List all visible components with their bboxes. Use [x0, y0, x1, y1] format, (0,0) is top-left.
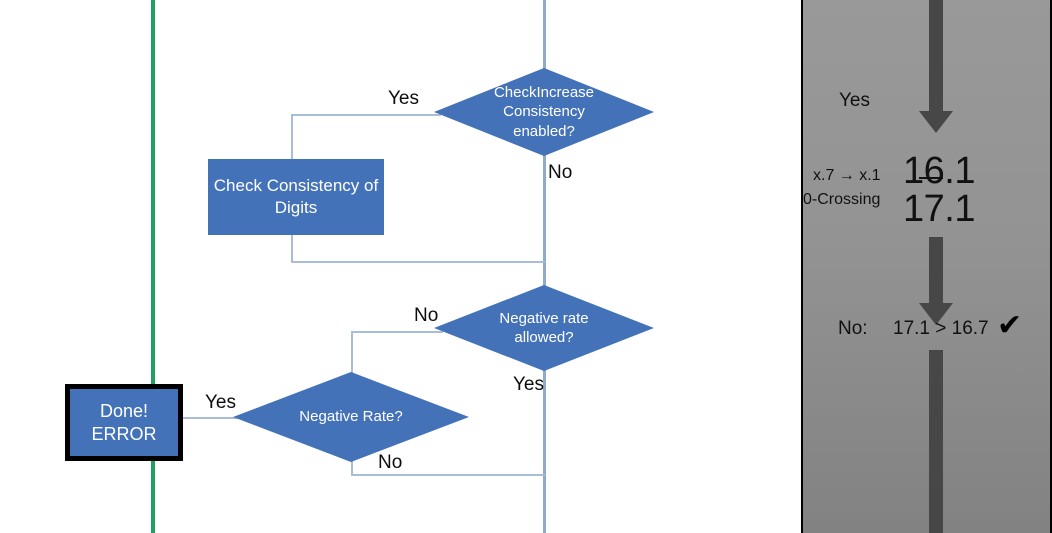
process-consistency-line-1: Check Consistency [213, 175, 360, 195]
down-arrow-head-top [919, 111, 953, 133]
down-arrow-shaft-bottom [929, 350, 943, 533]
decision-negrate-label: Negative Rate? [299, 408, 403, 426]
panel-comparison: 17.1 > 16.7 [893, 318, 989, 339]
connector-negallowed-no-horizontal [351, 331, 443, 333]
spine-yes-branch-segment [543, 367, 546, 477]
decision-negative-rate[interactable]: Negative Rate? [233, 372, 469, 462]
down-arrow-head-middle [919, 303, 953, 325]
panel-no-label: No: [838, 318, 868, 339]
decision-checkincrease-line-2: Consistency [503, 103, 585, 121]
edge-label-negrate-yes: Yes [205, 392, 236, 413]
connector-consistency-out-horizontal [291, 261, 545, 263]
panel-yes-label: Yes [839, 90, 870, 111]
edge-label-negallowed-no: No [414, 305, 439, 326]
decision-negallowed-line-1: Negative rate [499, 309, 589, 327]
spine-top-segment [543, 0, 546, 88]
green-marker-line [151, 0, 155, 533]
decision-checkincrease-consistency-enabled[interactable]: CheckIncrease Consistency enabled? [434, 68, 654, 156]
panel-zero-crossing-label: 0-Crossing [803, 191, 881, 208]
connector-checkincrease-yes-vertical [291, 114, 293, 159]
process-consistency-line-2: of Digits [274, 175, 379, 217]
connector-negrate-no-horizontal [351, 474, 545, 476]
spine-bottom-exit [543, 474, 546, 533]
edge-label-negrate-no: No [378, 452, 403, 473]
connector-negrate-no-vertical [351, 460, 353, 476]
flowchart-region: CheckIncrease Consistency enabled? Check… [65, 0, 654, 533]
panel-value-current: 17.1 [903, 188, 975, 230]
decision-negallowed-line-2: allowed? [514, 329, 574, 346]
edge-label-checkincrease-yes: Yes [388, 88, 419, 109]
check-mark-icon: ✔ [997, 309, 1023, 342]
connector-consistency-out-vertical [291, 235, 293, 263]
down-arrow-shaft-middle [929, 237, 943, 307]
edge-label-checkincrease-no: No [548, 162, 573, 183]
connector-negallowed-no-vertical [351, 331, 353, 373]
connector-checkincrease-yes-horizontal [291, 114, 441, 116]
connector-done-to-negrate [174, 417, 246, 419]
spine-to-negative-rate-allowed [543, 261, 546, 301]
terminator-done-error[interactable]: Done! ERROR [65, 384, 183, 461]
panel-value-struck: 16.1 [903, 150, 975, 192]
edge-label-negallowed-yes: Yes [513, 374, 544, 395]
decision-checkincrease-line-3: enabled? [513, 122, 575, 140]
terminator-done-line-1: Done! [99, 401, 149, 421]
strikethrough-mark [919, 177, 943, 179]
spine-no-branch-segment [543, 155, 546, 263]
process-check-consistency-of-digits[interactable]: Check Consistency of Digits [208, 159, 384, 235]
decision-negative-rate-allowed[interactable]: Negative rate allowed? [434, 285, 654, 371]
down-arrow-shaft-top [929, 0, 943, 113]
decision-checkincrease-line-1: CheckIncrease [493, 84, 595, 102]
panel-transition-label: x.7 → x.1 [813, 167, 881, 184]
annotation-panel: Yes x.7 → x.1 0-Crossing 16.1 17.1 No: 1… [801, 0, 1052, 533]
terminator-done-line-2: ERROR [91, 423, 157, 444]
